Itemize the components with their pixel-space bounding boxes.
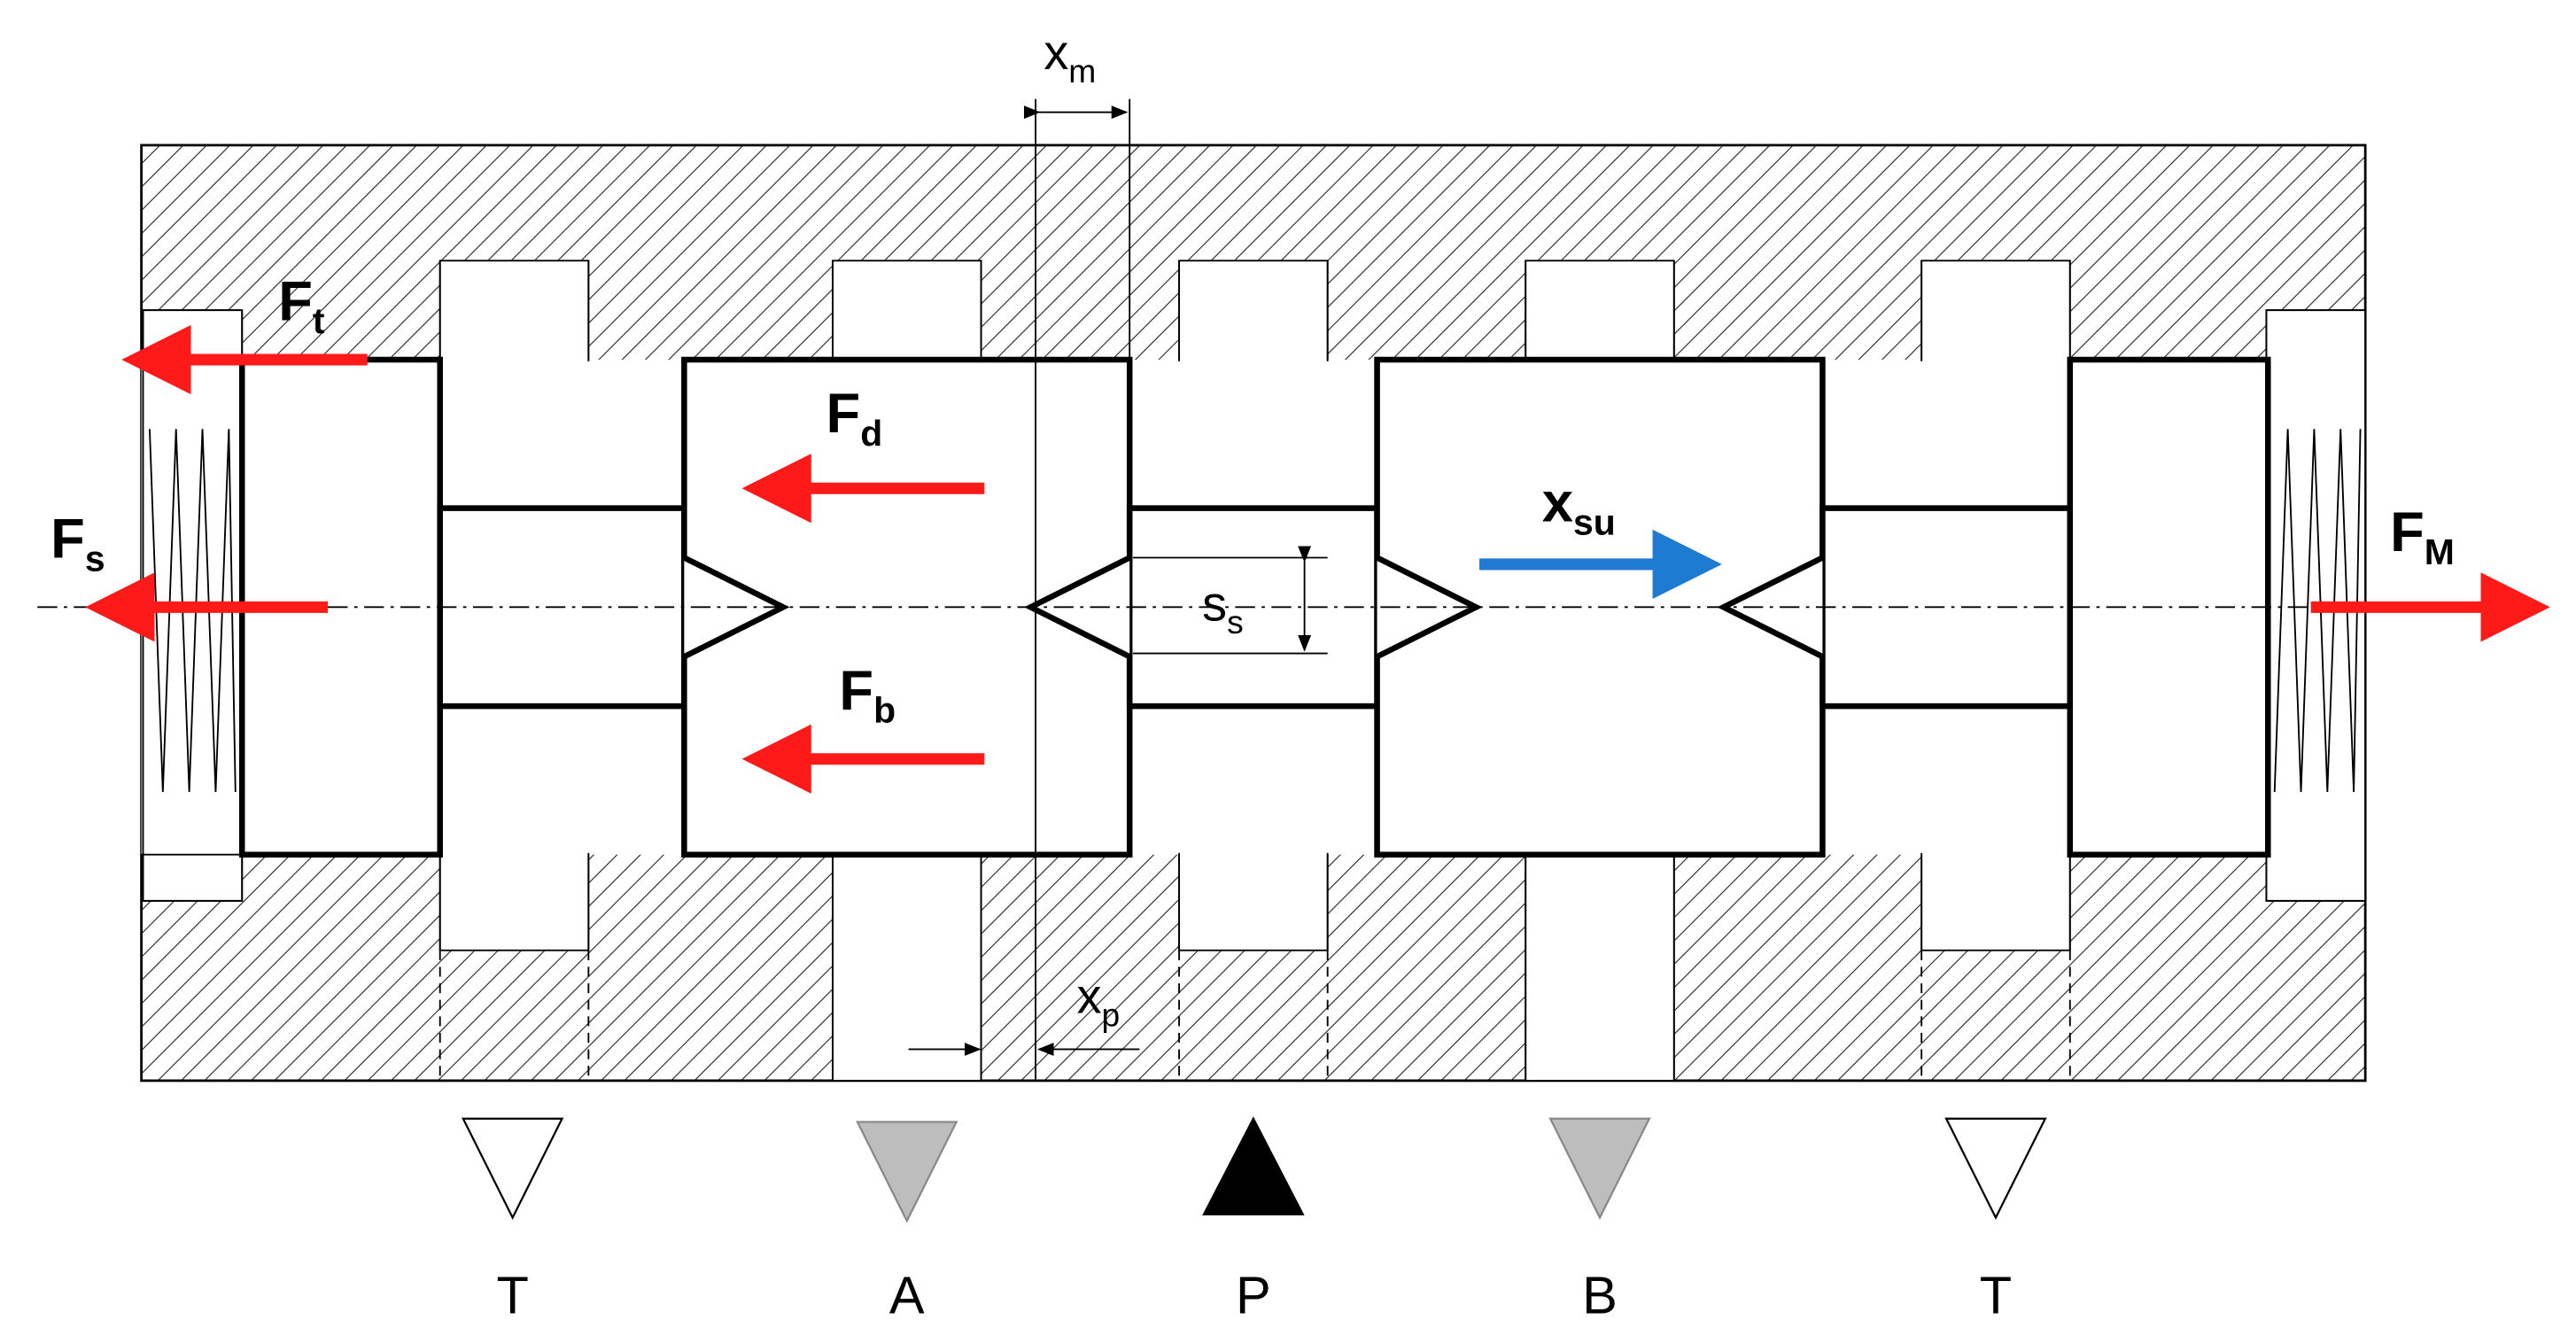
port-label: A	[889, 1265, 925, 1324]
ss-dimension	[1132, 546, 1328, 655]
label-fm: FM	[2390, 501, 2455, 572]
port-label: B	[1582, 1265, 1618, 1324]
label-xp: xp	[1077, 968, 1121, 1034]
label-fd: Fd	[826, 383, 883, 454]
ports: T A P B T	[461, 1116, 2047, 1324]
label-fs: Fs	[50, 508, 105, 578]
port-t-right-icon	[1944, 1117, 2047, 1220]
port-p-icon	[1202, 1116, 1305, 1215]
port-label: T	[496, 1265, 528, 1324]
port-b-icon	[1548, 1117, 1651, 1220]
port-t-left-icon	[461, 1117, 564, 1220]
xm-dimension	[1024, 98, 1131, 1081]
force-arrows	[85, 324, 2550, 794]
port-label: P	[1236, 1265, 1271, 1324]
port-a-icon	[856, 1121, 958, 1223]
label-ft: Ft	[278, 270, 325, 341]
port-label: T	[1980, 1265, 2012, 1324]
label-xm: xm	[1044, 24, 1096, 89]
label-ss: ss	[1202, 575, 1244, 640]
label-xsu: xsu	[1542, 472, 1616, 543]
label-fb: Fb	[839, 660, 896, 731]
